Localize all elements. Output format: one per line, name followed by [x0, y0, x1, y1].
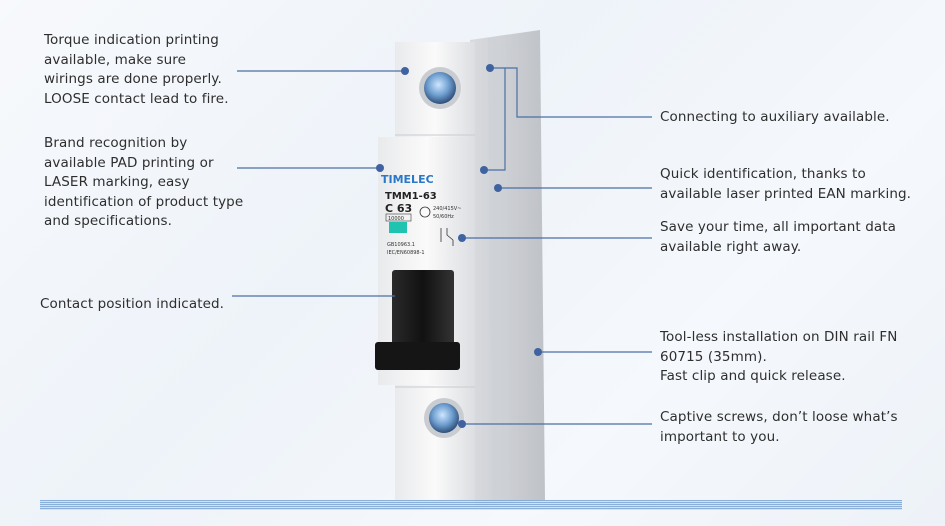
- callout-din: Tool-less installation on DIN rail FN 60…: [660, 329, 898, 384]
- callout-screws: Captive screws, don’t loose what’s impor…: [660, 409, 898, 445]
- toggle-handle-lip: [375, 342, 460, 370]
- callout-ean: Quick identification, thanks to availabl…: [660, 166, 912, 202]
- standard-text-2: IEC/EN60898-1: [387, 250, 425, 256]
- voltage-text: 240/415V~: [433, 206, 461, 212]
- box-text: 10000: [388, 216, 404, 222]
- top-screw-icon: [424, 72, 456, 104]
- rating-text: C 63: [385, 202, 412, 215]
- callout-dots: [376, 64, 542, 428]
- circuit-symbol-icon: [440, 228, 454, 246]
- leader-lines-left: [232, 70, 405, 297]
- contact-indicator: [389, 222, 407, 233]
- callout-torque: Torque indication printing available, ma…: [44, 32, 229, 107]
- frequency-text: 50/60Hz: [433, 214, 454, 220]
- callout-brand: Brand recognition by available PAD print…: [44, 135, 244, 229]
- standard-text-1: GB10963.1: [387, 242, 415, 248]
- model-text: TMM1-63: [385, 191, 437, 202]
- leader-lines-right: [462, 67, 652, 425]
- callout-auxiliary: Connecting to auxiliary available.: [660, 109, 890, 125]
- callout-data: Save your time, all important data avail…: [660, 219, 897, 255]
- callout-contact: Contact position indicated.: [40, 296, 225, 312]
- bottom-screw-icon: [429, 403, 459, 433]
- footer-divider: [40, 500, 902, 510]
- cert-mark-icon: [419, 206, 431, 218]
- brand-logo: TIMELEC: [381, 173, 434, 186]
